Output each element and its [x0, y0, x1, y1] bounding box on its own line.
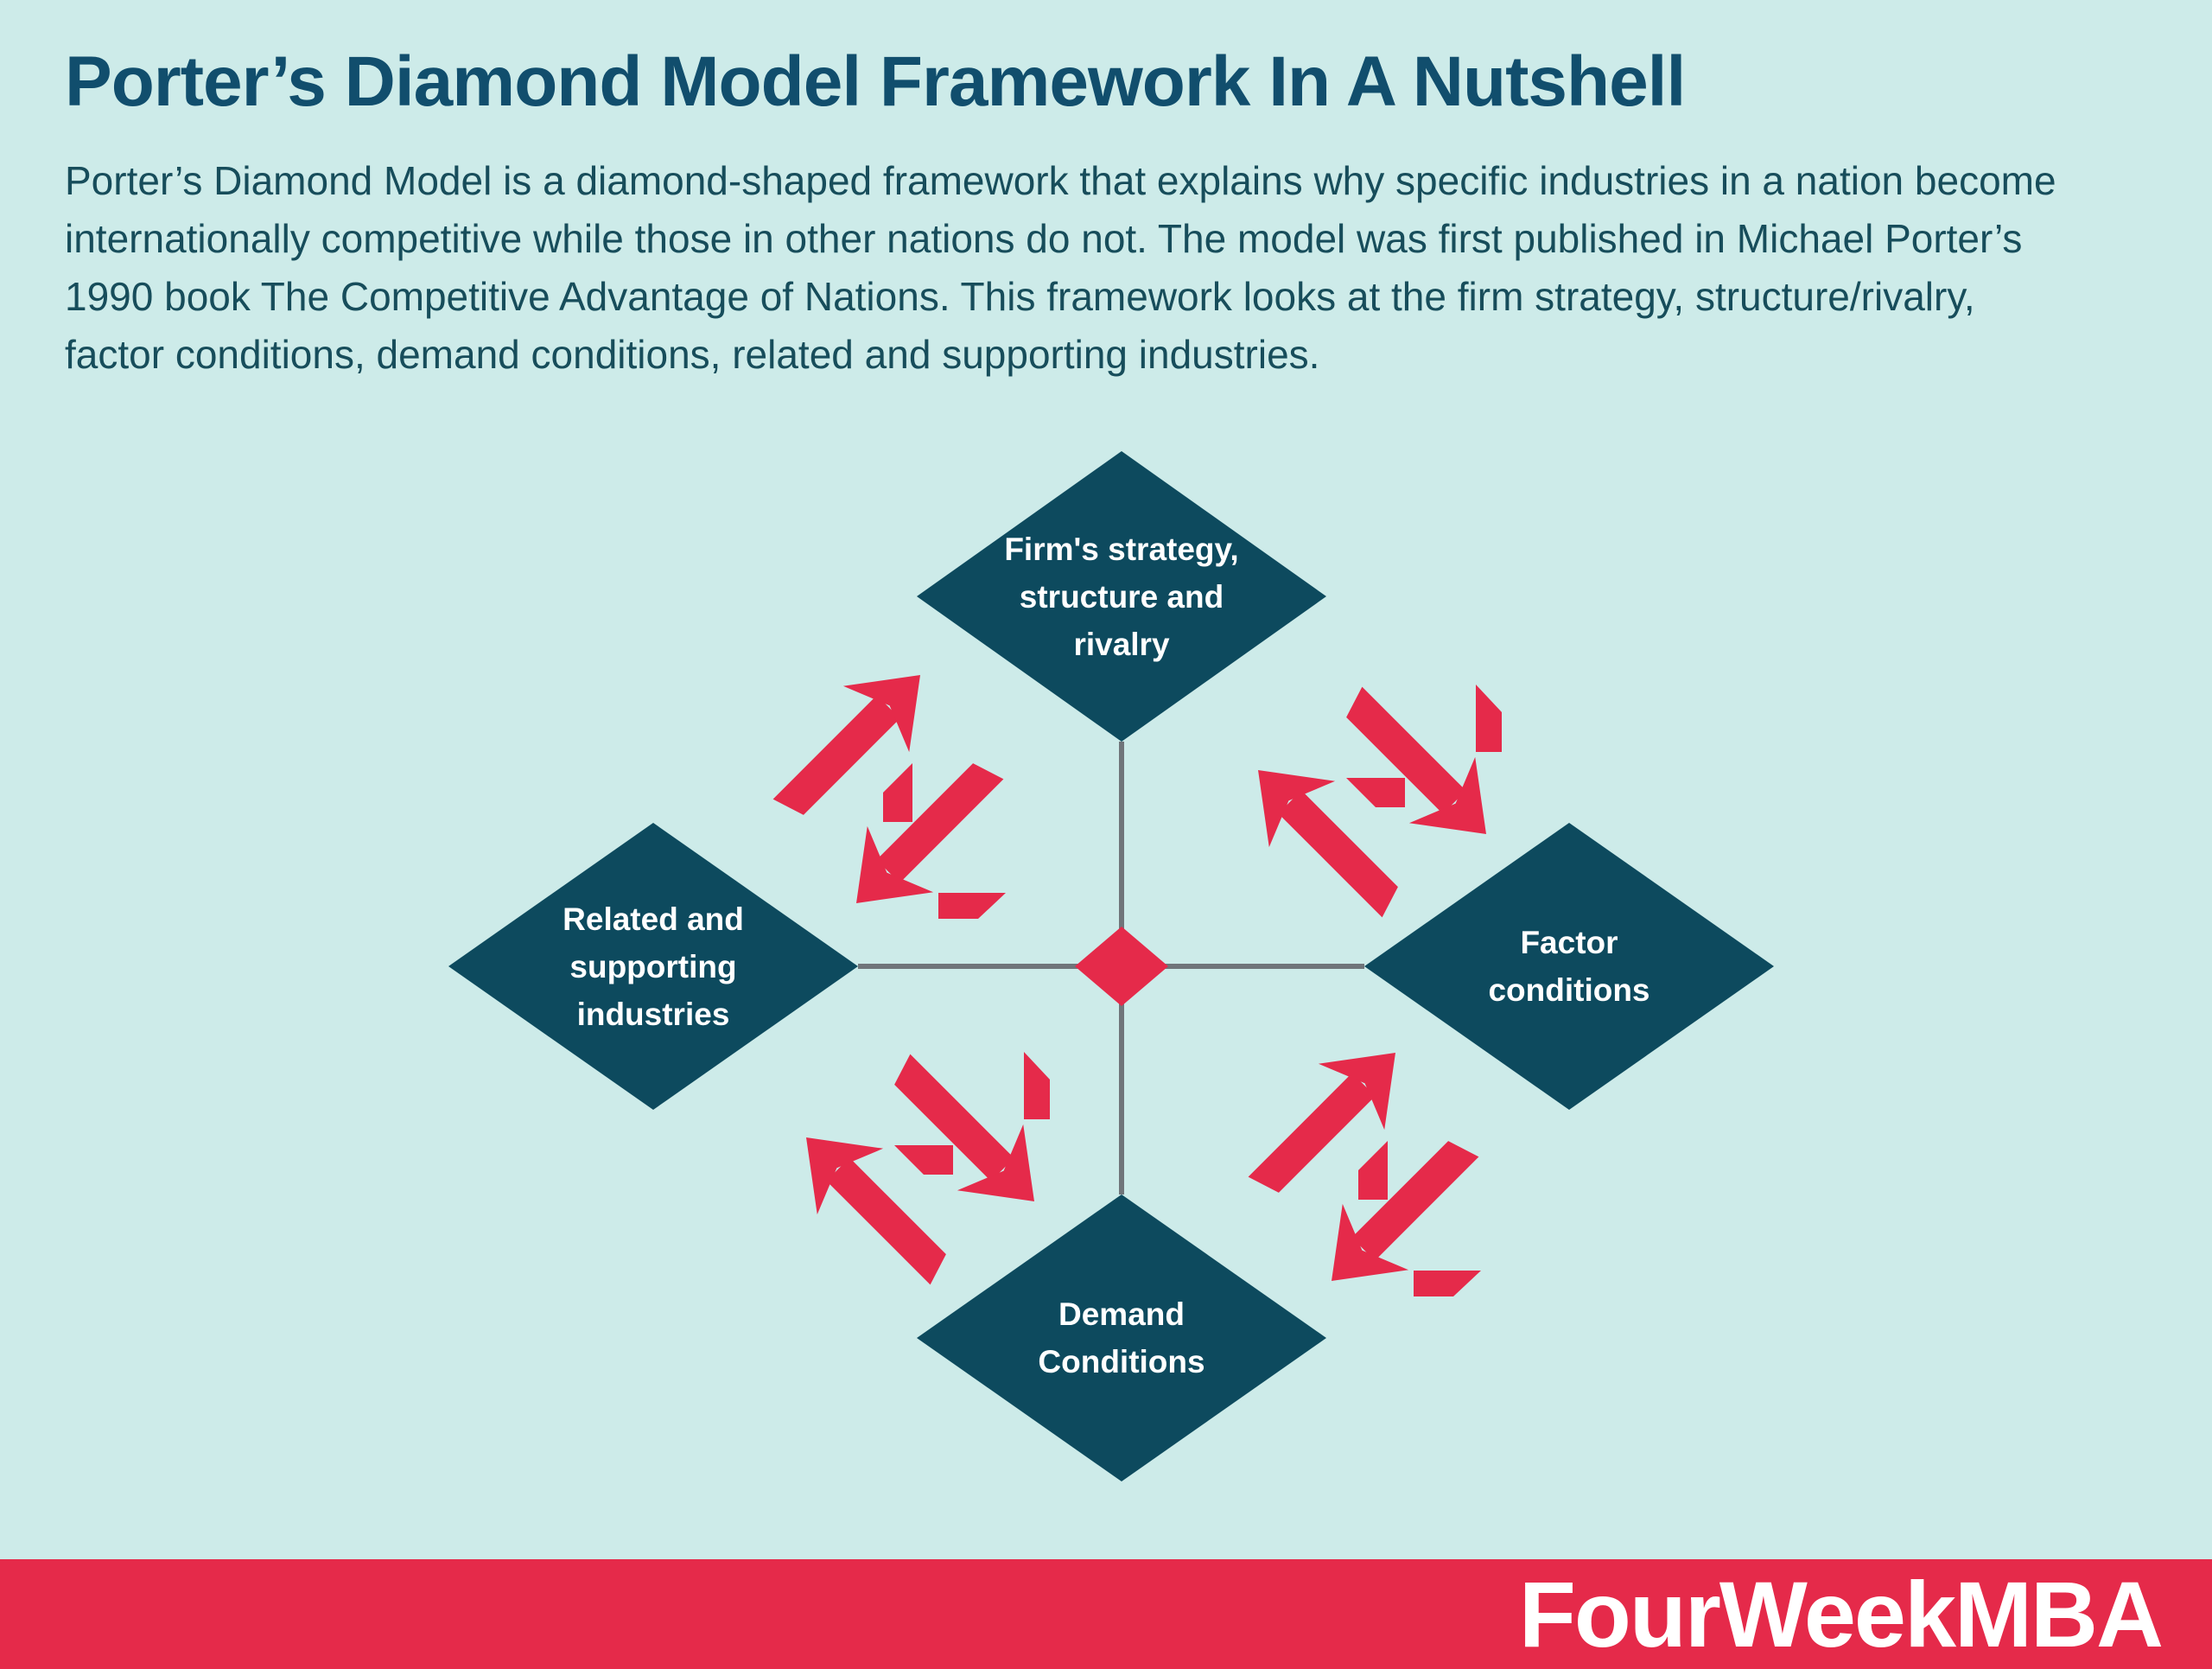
diamond-demand-conditions	[917, 1194, 1326, 1481]
center-hub-diamond	[1075, 927, 1168, 1006]
exchange-arrows-bottom-right	[1248, 1053, 1481, 1296]
footer-bar: FourWeekMBA	[0, 1559, 2212, 1669]
diamond-related-supporting	[448, 823, 858, 1110]
page-title: Porter’s Diamond Model Framework In A Nu…	[65, 42, 1686, 121]
diamond-factor-conditions	[1364, 823, 1774, 1110]
brand-logo: FourWeekMBA	[1518, 1562, 2164, 1666]
exchange-arrows-top-right	[1258, 685, 1502, 918]
page-description: Porter’s Diamond Model is a diamond-shap…	[65, 158, 2056, 377]
exchange-arrows-bottom-left	[806, 1052, 1050, 1285]
exchange-arrows-top-left	[772, 675, 1006, 919]
diamond-firm-strategy	[917, 451, 1326, 742]
